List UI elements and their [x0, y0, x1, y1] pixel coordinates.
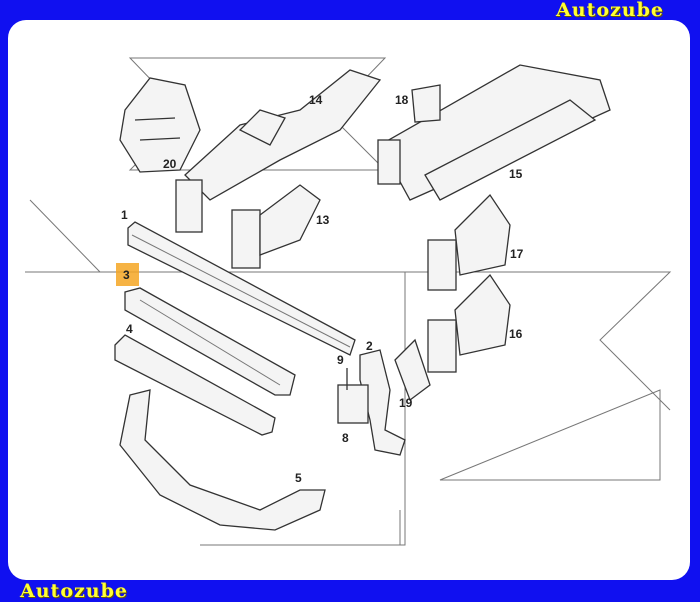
callout-1[interactable]: 1: [121, 208, 128, 222]
part-19: [394, 338, 431, 402]
part-4: [114, 334, 276, 436]
part-2-8-9-bracket: [337, 349, 406, 456]
part-5-lower-bracket: [119, 389, 326, 531]
callout-19[interactable]: 19: [399, 396, 413, 410]
callout-3[interactable]: 3: [123, 268, 130, 282]
callout-13[interactable]: 13: [316, 213, 330, 227]
callouts: 1 2 3 4 5 8 9 13 14 15 16 17 18 19 20: [121, 93, 524, 485]
callout-2[interactable]: 2: [366, 339, 373, 353]
brand-logo-bottom: Autozube: [20, 580, 128, 602]
callout-14[interactable]: 14: [309, 93, 323, 107]
callout-9[interactable]: 9: [337, 353, 344, 367]
callout-17[interactable]: 17: [510, 247, 524, 261]
callout-5[interactable]: 5: [295, 471, 302, 485]
part-16: [427, 273, 511, 373]
brand-logo-top: Autozube: [556, 0, 664, 21]
part-3-energy-absorber: [124, 287, 296, 396]
part-18-15: [377, 64, 611, 201]
part-20: [119, 77, 201, 173]
callout-4[interactable]: 4: [126, 322, 133, 336]
callout-16[interactable]: 16: [509, 327, 523, 341]
part-13: [231, 184, 321, 269]
part-1-reinforcement-beam: [127, 221, 356, 356]
part-14: [175, 69, 382, 233]
callout-8[interactable]: 8: [342, 431, 349, 445]
highlight-part-3: [116, 263, 139, 286]
callout-15[interactable]: 15: [509, 167, 523, 181]
callout-20[interactable]: 20: [163, 157, 177, 171]
part-17: [427, 193, 511, 291]
callout-18[interactable]: 18: [395, 93, 409, 107]
